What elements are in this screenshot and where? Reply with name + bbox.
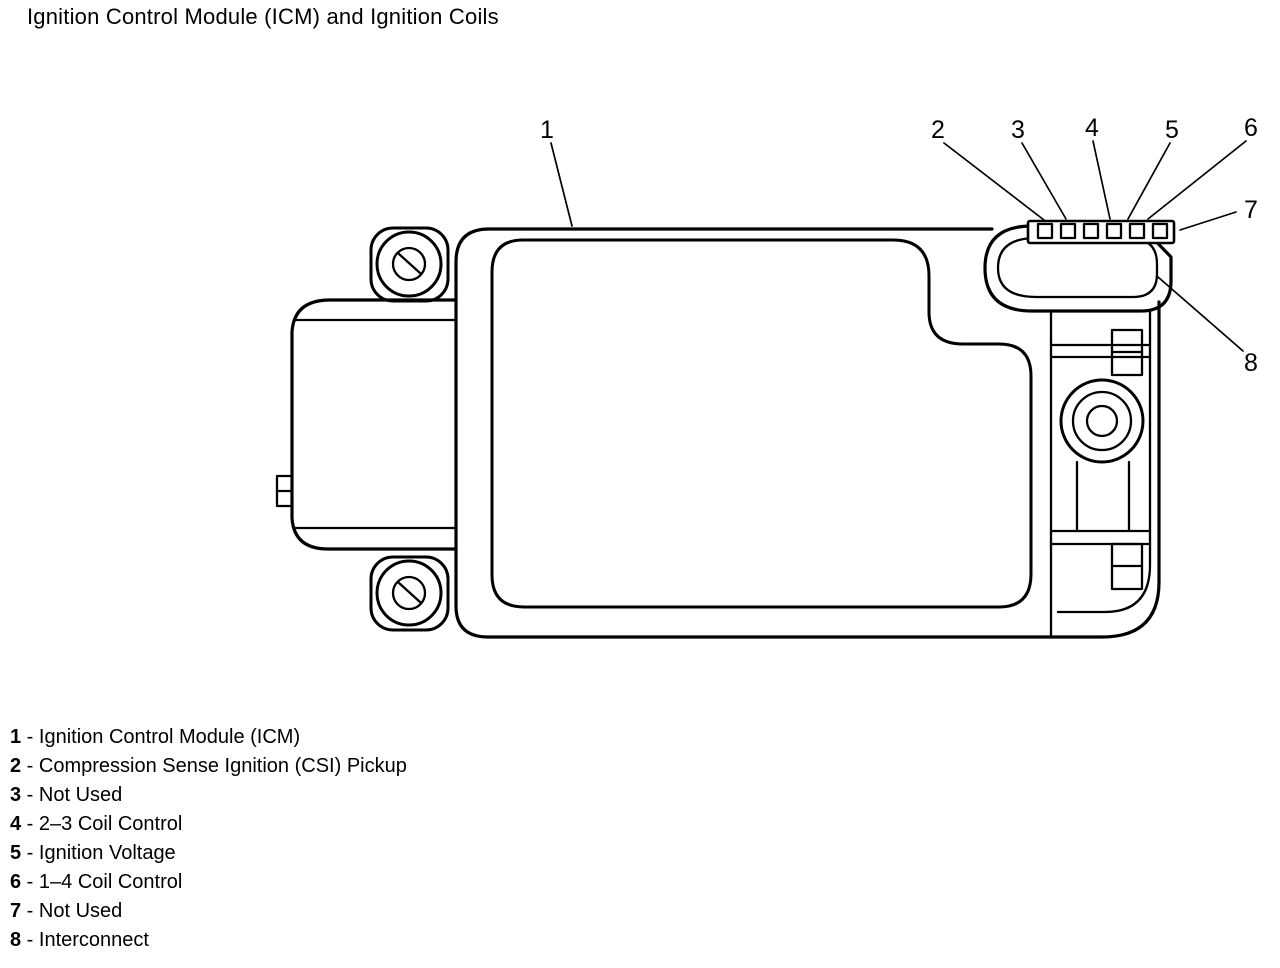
legend-label: Ignition Voltage bbox=[38, 842, 176, 864]
harness-connector bbox=[275, 298, 458, 551]
leader-8 bbox=[1157, 276, 1244, 352]
mounting-ear-top bbox=[369, 226, 450, 303]
interconnect-housing bbox=[983, 224, 1173, 313]
legend-item-7: 7 - Not Used bbox=[10, 897, 407, 926]
callout-6: 6 bbox=[1244, 114, 1258, 142]
legend-num: 4 bbox=[10, 813, 22, 835]
pin-5 bbox=[1128, 222, 1146, 240]
icm-cover-panel bbox=[490, 238, 1033, 609]
legend-label: Not Used bbox=[38, 900, 123, 922]
callout-7: 7 bbox=[1244, 196, 1258, 224]
legend: 1 - Ignition Control Module (ICM) 2 - Co… bbox=[10, 723, 407, 955]
pin-3 bbox=[1082, 222, 1100, 240]
leader-4 bbox=[1092, 140, 1111, 220]
page-title: Ignition Control Module (ICM) and Igniti… bbox=[27, 4, 499, 29]
leader-1 bbox=[550, 142, 573, 227]
legend-item-1: 1 - Ignition Control Module (ICM) bbox=[10, 723, 407, 752]
legend-label: Ignition Control Module (ICM) bbox=[38, 726, 301, 748]
callout-leader-lines bbox=[550, 140, 1247, 352]
legend-separator: - bbox=[21, 929, 39, 951]
legend-num: 5 bbox=[10, 842, 22, 864]
legend-item-3: 3 - Not Used bbox=[10, 781, 407, 810]
legend-separator: - bbox=[21, 900, 39, 922]
leader-7 bbox=[1179, 211, 1237, 231]
legend-num: 2 bbox=[10, 755, 22, 777]
legend-separator: - bbox=[21, 726, 39, 748]
legend-label: Not Used bbox=[38, 784, 123, 806]
callout-2: 2 bbox=[931, 116, 945, 144]
connector-pin-strip bbox=[1026, 219, 1176, 245]
callout-4: 4 bbox=[1085, 114, 1099, 142]
legend-item-5: 5 - Ignition Voltage bbox=[10, 839, 407, 868]
pin-6 bbox=[1151, 222, 1169, 240]
legend-separator: - bbox=[21, 871, 39, 893]
legend-num: 1 bbox=[10, 726, 22, 748]
callout-3: 3 bbox=[1011, 116, 1025, 144]
legend-item-2: 2 - Compression Sense Ignition (CSI) Pic… bbox=[10, 752, 407, 781]
leader-6 bbox=[1147, 140, 1247, 220]
legend-num: 6 bbox=[10, 871, 22, 893]
legend-separator: - bbox=[21, 784, 39, 806]
legend-separator: - bbox=[21, 755, 39, 777]
callout-1: 1 bbox=[540, 116, 554, 144]
right-side-details bbox=[1049, 309, 1152, 638]
legend-num: 3 bbox=[10, 784, 22, 806]
legend-label: Interconnect bbox=[38, 929, 149, 951]
leader-5 bbox=[1127, 142, 1171, 220]
leader-3 bbox=[1021, 142, 1067, 220]
pin-4 bbox=[1105, 222, 1123, 240]
legend-item-6: 6 - 1–4 Coil Control bbox=[10, 868, 407, 897]
legend-item-4: 4 - 2–3 Coil Control bbox=[10, 810, 407, 839]
pin-2 bbox=[1059, 222, 1077, 240]
legend-label: Compression Sense Ignition (CSI) Pickup bbox=[38, 755, 407, 777]
callout-5: 5 bbox=[1165, 116, 1179, 144]
pin-1 bbox=[1036, 222, 1054, 240]
mounting-boss bbox=[1059, 378, 1145, 464]
mounting-ear-bottom bbox=[369, 555, 450, 632]
callout-numbers: 1 2 3 4 5 6 7 8 bbox=[540, 114, 1258, 377]
leader-2 bbox=[943, 142, 1045, 221]
legend-num: 8 bbox=[10, 929, 22, 951]
legend-label: 2–3 Coil Control bbox=[38, 813, 183, 835]
legend-separator: - bbox=[21, 813, 39, 835]
legend-item-8: 8 - Interconnect bbox=[10, 926, 407, 955]
legend-num: 7 bbox=[10, 900, 22, 922]
legend-label: 1–4 Coil Control bbox=[38, 871, 183, 893]
icm-body-outline bbox=[454, 227, 1161, 639]
legend-separator: - bbox=[21, 842, 39, 864]
callout-8: 8 bbox=[1244, 349, 1258, 377]
